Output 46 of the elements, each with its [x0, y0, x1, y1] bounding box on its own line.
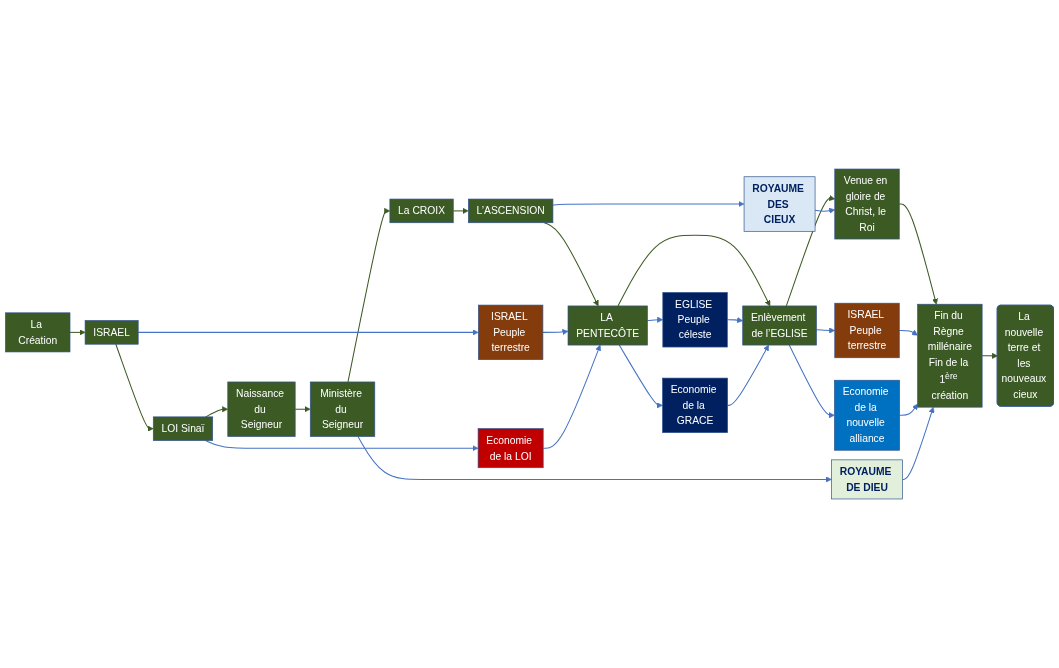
node-box: Economie de la nouvelle alliance — [834, 379, 900, 451]
arrow — [814, 207, 836, 214]
node-box: LA PENTECÔTE — [567, 305, 648, 346]
node-box: Economie de la LOI — [477, 428, 544, 469]
arrow — [902, 406, 935, 480]
arrow — [898, 203, 938, 305]
arrow — [788, 344, 835, 419]
arrow — [357, 436, 832, 483]
node-box: EGLISE Peuple céleste — [662, 292, 728, 348]
arrow — [727, 344, 769, 406]
node-box: LOI Sinaï — [152, 416, 214, 441]
node-box: Ministère du Seigneur — [309, 381, 376, 437]
arrow — [294, 406, 311, 413]
arrow — [552, 201, 745, 208]
node-box: Economie de la GRACE — [662, 377, 728, 433]
node-box: ISRAEL Peuple terrestre — [478, 304, 544, 360]
node-box: Enlèvement de l’EGLISE — [742, 305, 817, 346]
node-box: ROYAUME DES CIEUX — [743, 176, 816, 232]
arrow — [542, 329, 569, 336]
arrow — [205, 440, 479, 452]
arrow — [815, 327, 836, 334]
node-box: L’ASCENSION — [468, 198, 554, 224]
arrow — [452, 207, 469, 214]
arrow — [899, 403, 918, 416]
arrow — [115, 343, 154, 432]
node-box: ISRAEL — [84, 320, 139, 345]
node-box: Venue en gloire de Christ, le Roi — [834, 168, 900, 240]
arrow — [726, 317, 743, 324]
arrow — [542, 344, 602, 449]
node-box: La CROIX — [389, 198, 454, 224]
node-box: La Création — [5, 312, 71, 353]
arrow — [205, 406, 229, 418]
arrow — [981, 352, 998, 359]
arrow — [347, 207, 391, 383]
arrow — [646, 316, 664, 323]
arrow — [618, 344, 663, 409]
arrow — [785, 195, 836, 307]
node-box: ISRAEL Peuple terrestre — [834, 302, 900, 359]
node-box: Naissance du Seigneur — [227, 381, 296, 437]
node-box: Fin du Règne millénaire Fin de la 1$^{ère}$ création — [917, 303, 983, 408]
arrow — [69, 329, 86, 336]
arrow — [137, 329, 479, 336]
node-box: ROYAUME DE DIEU — [831, 459, 903, 500]
arrow — [543, 222, 599, 307]
arrow — [898, 329, 918, 336]
arrow — [617, 234, 771, 307]
